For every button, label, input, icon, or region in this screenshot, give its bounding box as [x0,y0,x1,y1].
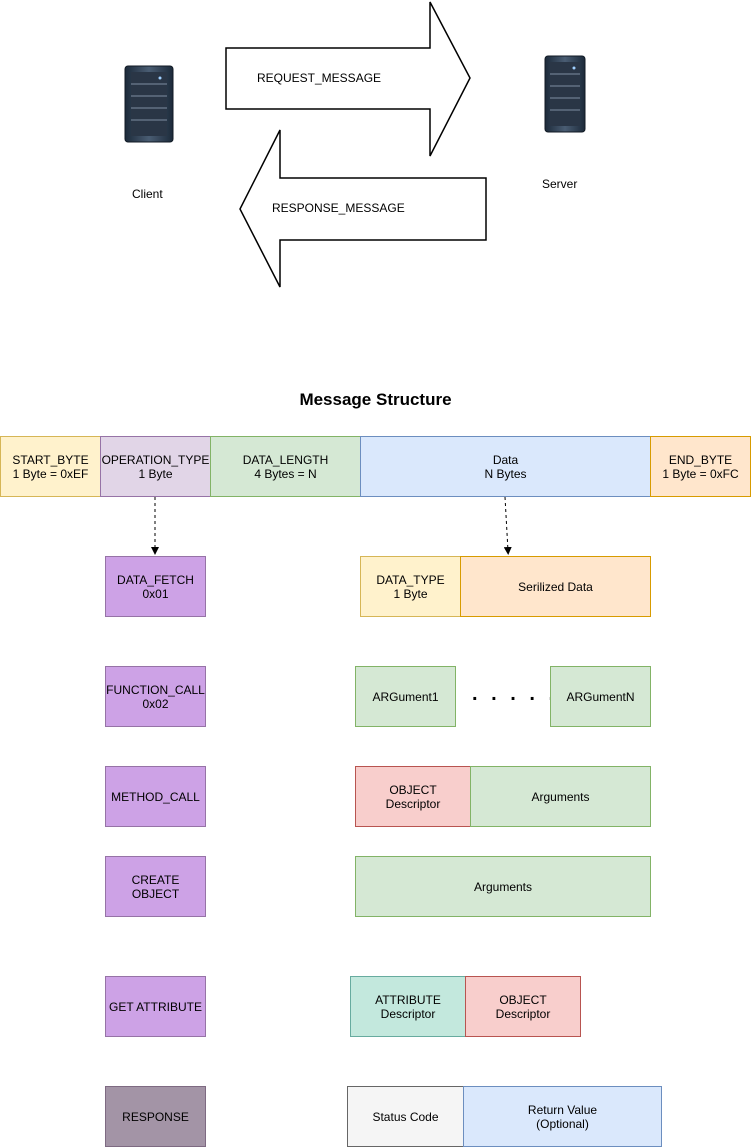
arguments-label: Arguments [473,879,533,894]
data-type-label: DATA_TYPE [376,572,445,587]
operation-name: GET ATTRIBUTE [109,999,202,1014]
field-data-length: DATA_LENGTH 4 Bytes = N [210,436,361,497]
field-data: Data N Bytes [360,436,651,497]
response-arrow [239,129,487,288]
request-message-label: REQUEST_MESSAGE [257,71,382,85]
argument-ellipsis: . . . . . [472,683,559,705]
payload-status-code: Status Code [347,1086,464,1147]
payload-create-arguments: Arguments [355,856,651,917]
field-detail: 4 Bytes = N [254,466,317,481]
field-detail: 1 Byte [138,466,173,481]
operation-name: METHOD_CALL [111,789,200,804]
object-descriptor-line2: Descriptor [385,796,441,811]
operation-name: DATA_FETCH [117,572,194,587]
data-type-size: 1 Byte [393,586,428,601]
status-code-label: Status Code [372,1109,439,1124]
object-descriptor-line1: OBJECT [389,782,437,797]
payload-argument-first: ARGument1 [355,666,456,727]
object-descriptor-line2: Descriptor [495,1006,551,1021]
field-detail: 1 Byte = 0xFC [662,466,739,481]
object-descriptor-line1: OBJECT [499,992,547,1007]
return-value-line1: Return Value [527,1102,598,1117]
payload-serialized-data: Serilized Data [460,556,651,617]
field-detail: N Bytes [484,466,527,481]
payload-attribute-object-descriptor: OBJECT Descriptor [465,976,581,1037]
payload-method-arguments: Arguments [470,766,651,827]
field-name: OPERATION_TYPE [101,452,210,467]
serialized-data-label: Serilized Data [518,579,593,594]
field-end-byte: END_BYTE 1 Byte = 0xFC [650,436,751,497]
payload-return-value: Return Value (Optional) [463,1086,662,1147]
payload-argument-last: ARGumentN [550,666,651,727]
operation-response: RESPONSE [105,1086,206,1147]
operation-function-call: FUNCTION_CALL 0x02 [105,666,206,727]
operation-name: FUNCTION_CALL [106,682,205,697]
payload-object-descriptor: OBJECT Descriptor [355,766,471,827]
field-name: START_BYTE [12,452,89,467]
argument-label: ARGumentN [566,689,635,704]
operation-get-attribute: GET ATTRIBUTE [105,976,206,1037]
response-message-label: RESPONSE_MESSAGE [272,201,405,215]
client-label: Client [132,187,163,201]
operation-code: OBJECT [131,886,180,901]
data-connector [503,496,512,555]
server-icon [544,55,586,133]
operation-name: RESPONSE [122,1109,189,1124]
client-server-icon [124,65,174,143]
message-structure-title: Message Structure [299,390,452,409]
operation-data-fetch: DATA_FETCH 0x01 [105,556,206,617]
field-name: END_BYTE [668,452,733,467]
payload-data-type: DATA_TYPE 1 Byte [360,556,461,617]
operation-code: 0x02 [142,696,169,711]
argument-label: ARGument1 [372,689,439,704]
attribute-descriptor-line1: ATTRIBUTE [375,992,441,1007]
request-arrow [225,1,471,157]
field-operation-type: OPERATION_TYPE 1 Byte [100,436,211,497]
return-value-line2: (Optional) [536,1116,589,1131]
attribute-descriptor-line2: Descriptor [380,1006,436,1021]
field-start-byte: START_BYTE 1 Byte = 0xEF [0,436,101,497]
operation-create-object: CREATE OBJECT [105,856,206,917]
field-name: Data [492,452,519,467]
operation-code: 0x01 [142,586,169,601]
payload-attribute-descriptor: ATTRIBUTE Descriptor [350,976,466,1037]
operation-name: CREATE [131,872,180,887]
operation-method-call: METHOD_CALL [105,766,206,827]
arguments-label: Arguments [531,789,590,804]
field-name: DATA_LENGTH [242,452,329,467]
server-label: Server [542,177,578,191]
field-detail: 1 Byte = 0xEF [12,466,89,481]
